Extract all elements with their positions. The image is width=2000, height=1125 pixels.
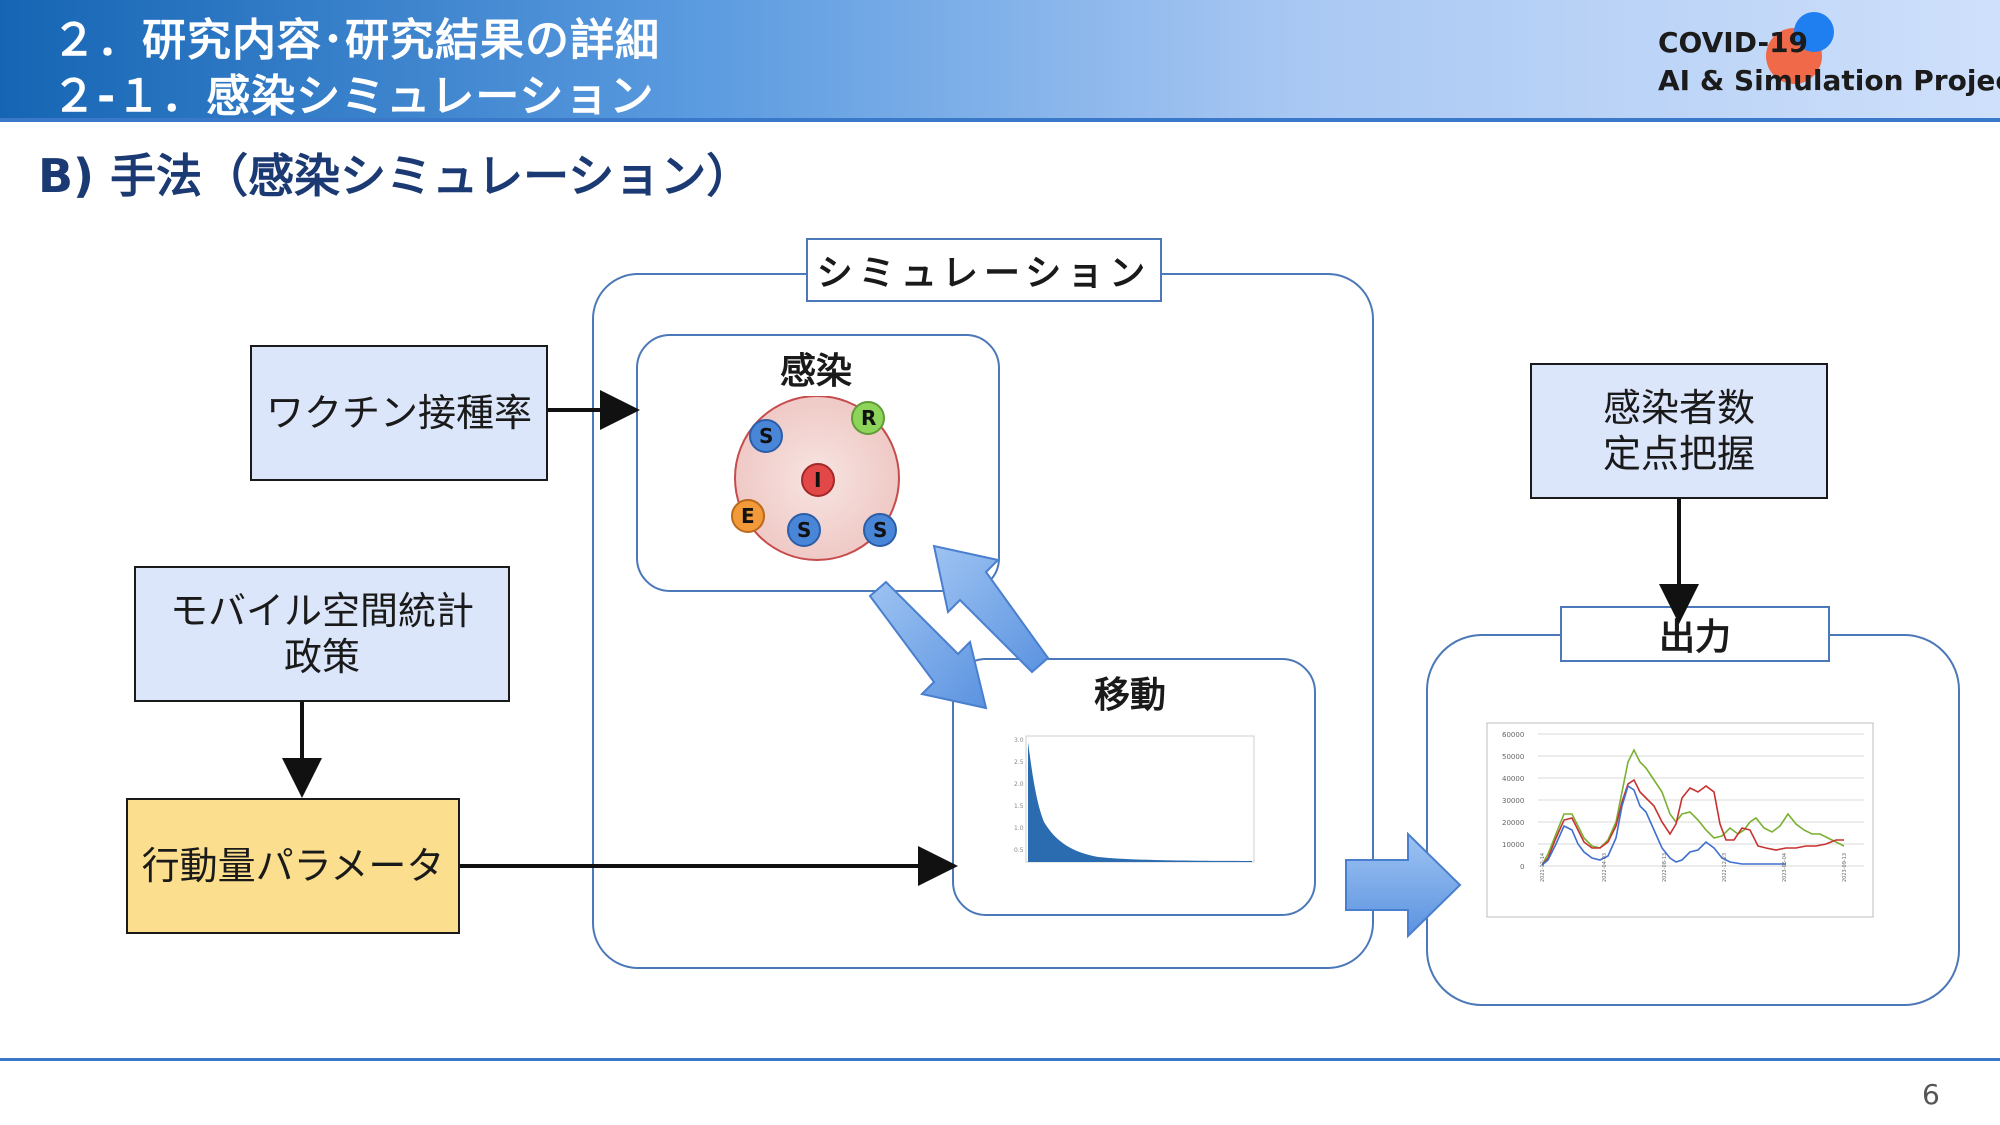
agent-label: E [741,504,755,528]
svg-text:0.5: 0.5 [1014,847,1024,854]
output-label: 出力 [1560,606,1830,662]
header-title-line2: ２-１．感染シミュレーション [52,71,655,122]
svg-text:10000: 10000 [1502,841,1524,849]
vaccine-rate-text: ワクチン接種率 [265,391,532,435]
svg-text:30000: 30000 [1502,797,1524,805]
header-banner [0,0,2000,120]
output-infection-chart: 60000 50000 40000 30000 20000 10000 0 2021-1… [1486,722,1874,918]
sentinel-surveillance-text: 定点把握 [1602,432,1755,476]
behavior-parameter-text: 行動量パラメータ [141,844,445,888]
agent-label: S [873,518,888,542]
agent-label: S [759,424,774,448]
agent-exposed: E [730,498,766,538]
policy-text: 政策 [283,635,360,679]
svg-text:3.0: 3.0 [1014,737,1024,744]
svg-text:2.5: 2.5 [1014,759,1024,766]
svg-text:2.0: 2.0 [1014,781,1024,788]
svg-text:2022-04-03: 2022-04-03 [1602,853,1608,882]
agent-recovered: R [850,400,886,440]
header-title-line1: ２．研究内容･研究結果の詳細 [52,15,660,66]
movement-label: 移動 [1094,675,1167,716]
svg-text:2023-05-04: 2023-05-04 [1782,853,1788,882]
agent-susceptible-2: S [786,512,822,552]
svg-text:20000: 20000 [1502,819,1524,827]
svg-text:2023-09-13: 2023-09-13 [1842,853,1848,882]
agent-label: R [861,406,877,430]
svg-text:2021-12-14: 2021-12-14 [1540,853,1546,882]
mobile-statistics-box: モバイル空間統計 政策 [134,566,510,702]
svg-text:2022-12-23: 2022-12-23 [1722,853,1728,882]
simulation-label: シミュレーション [806,238,1162,302]
footer-divider [0,1058,2000,1061]
page-number: 6 [1922,1078,1940,1111]
project-logo [1766,12,1834,84]
svg-text:1.5: 1.5 [1014,803,1024,810]
header-divider [0,118,2000,122]
project-name-line1: COVID-19 [1658,26,1809,59]
svg-text:40000: 40000 [1502,775,1524,783]
behavior-parameter-box: 行動量パラメータ [126,798,460,934]
section-title: B) 手法（感染シミュレーション） [38,149,753,203]
agent-label: I [814,468,822,492]
infection-movement-arrows [868,544,1050,710]
svg-text:1.0: 1.0 [1014,825,1024,832]
project-name-line2: AI & Simulation Project [1658,64,2000,97]
agent-label: S [797,518,812,542]
mobile-statistics-text: モバイル空間統計 [169,589,474,633]
movement-distribution-plot: 3.0 2.5 2.0 1.5 1.0 0.5 [1014,735,1255,863]
svg-text:2022-08-13: 2022-08-13 [1662,853,1668,882]
infected-count-box: 感染者数 定点把握 [1530,363,1828,499]
vaccine-rate-box: ワクチン接種率 [250,345,548,481]
agent-infected: I [800,462,836,502]
infected-count-text: 感染者数 [1602,386,1755,430]
agent-susceptible-1: S [748,418,784,458]
svg-text:0: 0 [1520,863,1524,871]
infection-label: 感染 [780,351,853,392]
output-arrow [1345,831,1462,939]
svg-text:50000: 50000 [1502,753,1524,761]
agent-susceptible-3: S [862,512,898,552]
svg-text:60000: 60000 [1502,731,1524,739]
